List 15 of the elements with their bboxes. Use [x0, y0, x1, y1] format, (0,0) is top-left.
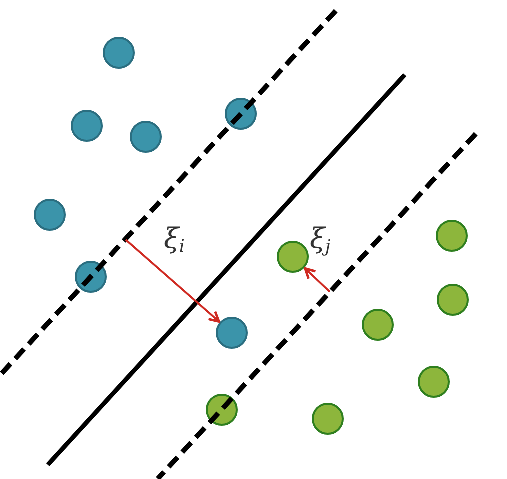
data-point: [216, 317, 248, 349]
data-point: [437, 284, 469, 316]
arrow: [304, 267, 331, 293]
data-point: [436, 220, 468, 252]
data-point: [312, 403, 344, 435]
data-point: [103, 37, 135, 69]
edge-label: ξ$_{j}$: [310, 224, 331, 255]
data-point: [71, 110, 103, 142]
data-point: [277, 241, 309, 273]
data-point: [362, 309, 394, 341]
arrow: [125, 239, 220, 323]
edge-label: ξ$_{i}$: [164, 224, 185, 255]
data-point: [130, 121, 162, 153]
data-point: [418, 366, 450, 398]
data-point: [34, 199, 66, 231]
